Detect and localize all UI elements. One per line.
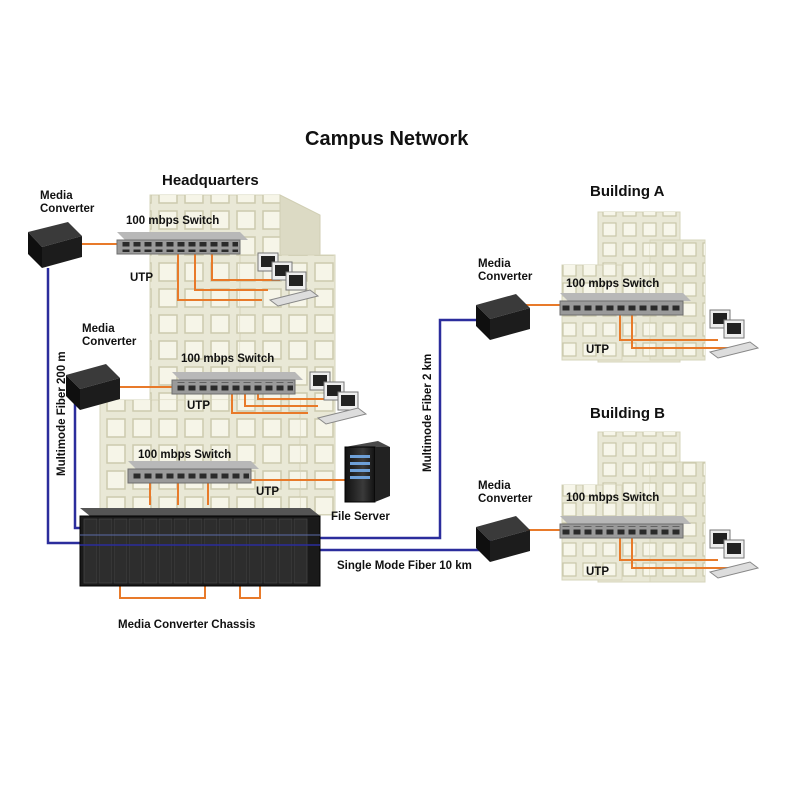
- computer-icon: [257, 252, 320, 307]
- media-converter-label: Media Converter: [40, 190, 95, 215]
- page-title: Campus Network: [305, 128, 469, 150]
- server-icon: [344, 441, 390, 503]
- computer-icon: [309, 371, 368, 425]
- media-converter-icon: [476, 294, 530, 340]
- fiber-2km-link: [300, 318, 490, 540]
- switch-label: 100 mbps Switch: [181, 353, 275, 365]
- file-server-label: File Server: [331, 511, 390, 523]
- media-converter-label: Media Converter: [82, 323, 137, 348]
- single-mode-link: [300, 540, 492, 552]
- media-converter-label: Media Converter: [478, 480, 533, 505]
- media-converter-icon: [476, 516, 530, 562]
- utp-label: UTP: [586, 566, 609, 578]
- utp-label: UTP: [586, 344, 609, 356]
- building-a-label: Building A: [590, 183, 665, 200]
- chassis-icon: [79, 508, 321, 587]
- multimode-fiber-2km-label: Multimode Fiber 2 km: [422, 353, 434, 472]
- switch-label: 100 mbps Switch: [566, 278, 660, 290]
- single-mode-fiber-label: Single Mode Fiber 10 km: [337, 560, 472, 572]
- switch-icon: [171, 372, 303, 395]
- fiber-200m-link: [46, 268, 88, 545]
- utp-label: UTP: [187, 400, 210, 412]
- switch-label: 100 mbps Switch: [138, 449, 232, 461]
- media-converter-label: Media Converter: [478, 258, 533, 283]
- switch-label: 100 mbps Switch: [126, 215, 220, 227]
- computer-icon: [708, 529, 760, 579]
- computer-icon: [708, 309, 760, 359]
- hq-label: Headquarters: [162, 172, 259, 189]
- utp-label: UTP: [256, 486, 279, 498]
- switch-label: 100 mbps Switch: [566, 492, 660, 504]
- utp-label: UTP: [130, 272, 153, 284]
- media-converter-icon: [66, 364, 120, 410]
- switch-icon: [116, 232, 248, 255]
- media-converter-icon: [28, 222, 82, 268]
- switch-icon: [559, 516, 691, 539]
- chassis-label: Media Converter Chassis: [118, 619, 256, 631]
- switch-icon: [559, 293, 691, 316]
- switch-icon: [127, 461, 259, 484]
- building-b-label: Building B: [590, 405, 665, 422]
- multimode-fiber-200m-label: Multimode Fiber 200 m: [56, 351, 68, 476]
